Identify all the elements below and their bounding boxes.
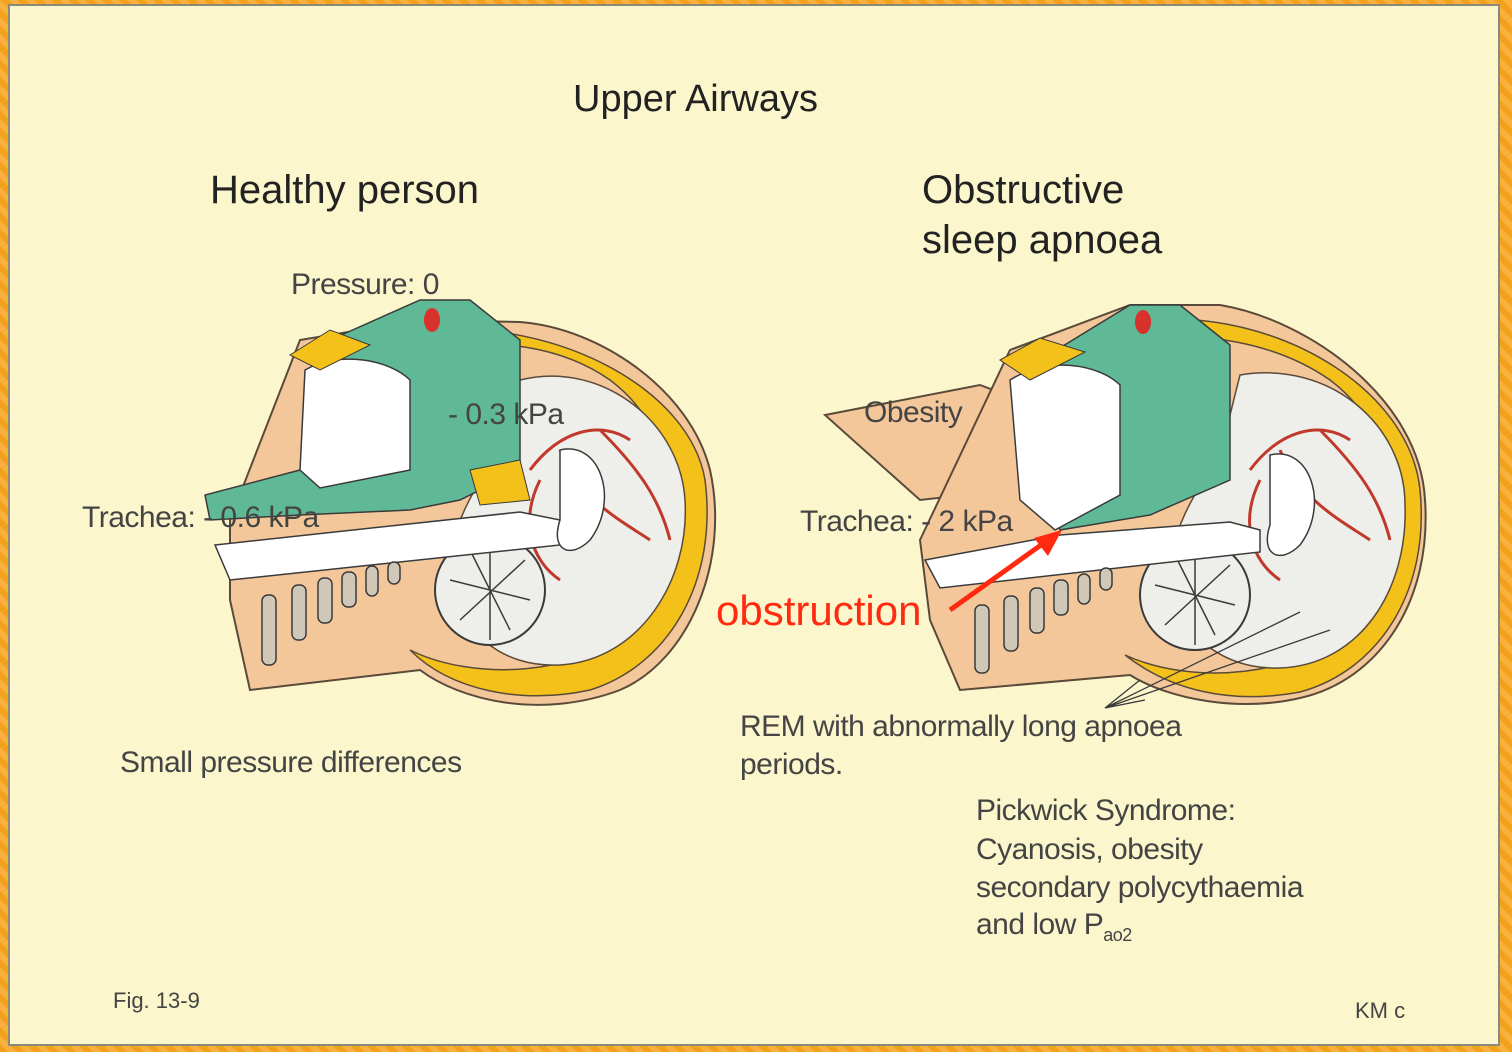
- pickwick-line3: secondary polycythaemia: [976, 873, 1303, 903]
- osa-trachea-label: Trachea: - 2 kPa: [800, 507, 1013, 537]
- pickwick-line1: Pickwick Syndrome:: [976, 796, 1235, 826]
- pickwick-line4: and low Pao2: [976, 910, 1132, 944]
- healthy-caption: Small pressure differences: [120, 748, 462, 778]
- pickwick-line2: Cyanosis, obesity: [976, 835, 1203, 865]
- healthy-trachea-label: Trachea: - 0.6 kPa: [82, 503, 319, 533]
- osa-heading-line2: sleep apnoea: [922, 220, 1162, 260]
- healthy-oral-cavity: [300, 359, 410, 488]
- figure-number: Fig. 13-9: [113, 990, 200, 1012]
- mid-pressure-label: - 0.3 kPa: [448, 400, 564, 430]
- diagram-title: Upper Airways: [573, 80, 818, 118]
- pickwick-line4-subscript: ao2: [1103, 925, 1132, 945]
- obesity-label: Obesity: [864, 398, 962, 428]
- pickwick-line4-prefix: and low P: [976, 908, 1103, 941]
- healthy-heading: Healthy person: [210, 170, 479, 210]
- healthy-nose-mark: [424, 308, 440, 332]
- author-credit: KM c: [1355, 1000, 1405, 1022]
- obstruction-label: obstruction: [716, 590, 921, 632]
- rem-caption-line1: REM with abnormally long apnoea: [740, 712, 1181, 742]
- rem-caption-line2: periods.: [740, 750, 843, 780]
- pressure-zero-label: Pressure: 0: [291, 270, 439, 300]
- osa-heading-line1: Obstructive: [922, 170, 1124, 210]
- osa-nose-mark: [1135, 310, 1151, 334]
